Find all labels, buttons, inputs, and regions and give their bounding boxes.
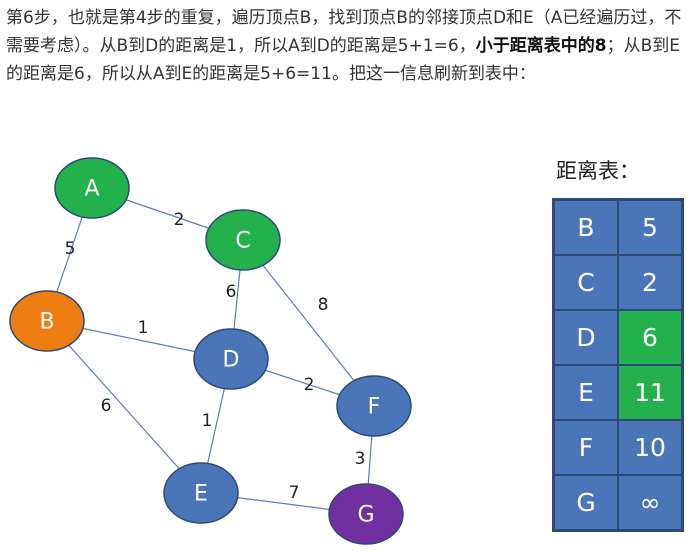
graph-node-label: G bbox=[357, 503, 374, 528]
graph-node-label: C bbox=[235, 229, 250, 254]
distance-table-row: G∞ bbox=[554, 475, 682, 530]
graph-node-label: D bbox=[223, 348, 240, 373]
graph-node-f: F bbox=[336, 375, 412, 437]
graph-node-circle bbox=[336, 375, 412, 437]
graph-node-label: B bbox=[39, 310, 54, 335]
distance-table-value: ∞ bbox=[618, 475, 682, 530]
graph-edge-c-f bbox=[242, 239, 375, 407]
graph-node-label: F bbox=[368, 395, 381, 420]
edge-weight-label: 5 bbox=[65, 239, 76, 259]
graph-node-e: E bbox=[163, 462, 239, 524]
distance-table-value: 11 bbox=[618, 365, 682, 420]
distance-table-value: 2 bbox=[618, 255, 682, 310]
graph-node-circle bbox=[193, 328, 269, 390]
description-paragraph: 第6步，也就是第4步的重复，遍历顶点B，找到顶点B的邻接顶点D和E（A已经遍历过… bbox=[6, 4, 694, 88]
edge-weight-label: 6 bbox=[101, 396, 112, 416]
edge-weight-label: 1 bbox=[202, 411, 213, 431]
graph-edge-weights: 2 5 6 8 1 6 2 1 3 7 bbox=[65, 210, 366, 503]
paragraph-text-2: ；从B到E的距离是6，所以从A到E的距离是5+6=11。把这一信息刷新到表中： bbox=[6, 36, 680, 84]
graph-nodes: A C B D F E G bbox=[9, 157, 412, 545]
edge-weight-label: 1 bbox=[138, 318, 149, 338]
graph-node-circle bbox=[9, 290, 85, 352]
graph-node-circle bbox=[163, 462, 239, 524]
distance-table-title: 距离表： bbox=[556, 159, 640, 183]
edge-weight-label: 2 bbox=[174, 210, 185, 230]
edge-weight-label: 3 bbox=[355, 449, 366, 469]
distance-table-value: 10 bbox=[618, 420, 682, 475]
distance-table-vertex: E bbox=[554, 365, 618, 420]
graph-node-label: E bbox=[194, 482, 208, 507]
graph-node-a: A bbox=[54, 157, 130, 219]
graph-node-c: C bbox=[205, 209, 281, 271]
paragraph-text-1: 第6步，也就是第4步的重复，遍历顶点B，找到顶点B的邻接顶点D和E（A已经遍历过… bbox=[6, 8, 682, 56]
distance-table-vertex: C bbox=[554, 255, 618, 310]
graph-node-b: B bbox=[9, 290, 85, 352]
graph-node-g: G bbox=[328, 483, 404, 545]
distance-table-value: 6 bbox=[618, 310, 682, 365]
edge-weight-label: 2 bbox=[304, 375, 315, 395]
edge-weight-label: 8 bbox=[318, 295, 329, 315]
distance-table-vertex: B bbox=[554, 200, 618, 255]
distance-table-vertex: G bbox=[554, 475, 618, 530]
distance-table-vertex: D bbox=[554, 310, 618, 365]
graph-node-circle bbox=[328, 483, 404, 545]
graph-node-d: D bbox=[193, 328, 269, 390]
edge-weight-label: 7 bbox=[289, 483, 300, 503]
graph-node-label: A bbox=[84, 177, 99, 202]
graph-diagram: 2 5 6 8 1 6 2 1 3 7 A C B D F E G bbox=[9, 157, 412, 545]
edge-weight-label: 6 bbox=[226, 282, 237, 302]
paragraph-bold-text: 小于距离表中的8 bbox=[475, 36, 607, 56]
graph-node-circle bbox=[205, 209, 281, 271]
distance-table-vertex: F bbox=[554, 420, 618, 475]
graph-edge-b-e bbox=[46, 320, 202, 494]
graph-node-circle bbox=[54, 157, 130, 219]
distance-table-value: 5 bbox=[618, 200, 682, 255]
